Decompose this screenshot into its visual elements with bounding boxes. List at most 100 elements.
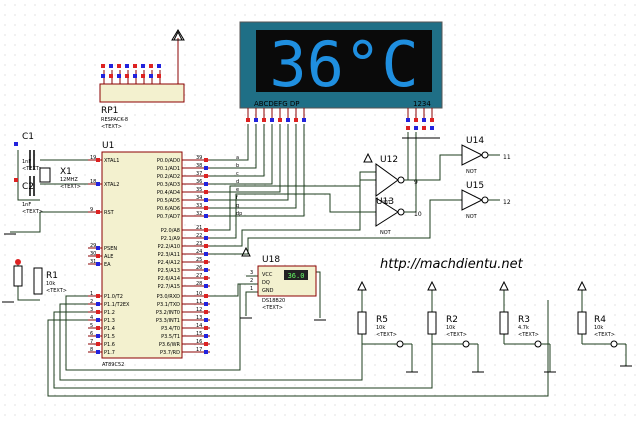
u1-left-pin-dot	[96, 254, 100, 258]
x1-ref: X1	[60, 167, 72, 177]
c1-capacitor[interactable]: C1 1nF <TEXT>	[14, 132, 43, 172]
u12-pin-b: NOT	[380, 200, 392, 206]
u13-pin-b: NOT	[380, 230, 392, 236]
u1-right-pin-dot	[204, 260, 208, 264]
u1-right-pin-num: 37	[196, 171, 202, 177]
u1-right-pin-dot	[204, 302, 208, 306]
u1-right-pin-num: 27	[196, 273, 202, 279]
u14-inverter[interactable]: U14 11 NOT	[461, 136, 511, 175]
u1-left-pin-dot	[96, 334, 100, 338]
u1-right-pin-dot	[204, 284, 208, 288]
u12-pin-a: 9	[414, 179, 418, 186]
u1-right-pin-dot	[204, 214, 208, 218]
u1-right-pin-name: P0.6/AD6	[157, 206, 180, 212]
u1-right-pin-name: P0.1/AD1	[157, 166, 180, 172]
seven-segment-display[interactable]: 36°C ABCDEFG DP 1234	[239, 21, 443, 130]
p0-net-label: e	[236, 187, 239, 193]
r4-resistor[interactable]: R4 10k <TEXT>	[577, 290, 627, 366]
u18-reading: 36.0	[288, 272, 305, 280]
u1-left-pin-num: 7	[90, 339, 93, 345]
u1-right-pin-dot	[204, 342, 208, 346]
r4-ref: R4	[594, 315, 606, 325]
u1-left-pin-num: 3	[90, 307, 93, 313]
u1-right-pin-name: P2.5/A13	[158, 268, 180, 274]
u1-left-pin-name: RST	[104, 210, 115, 216]
u1-left-pin-dot	[96, 246, 100, 250]
u1-left-pin-num: 9	[90, 207, 93, 213]
u1-left-pin-dot	[96, 262, 100, 266]
u1-right-pin-num: 25	[196, 257, 202, 263]
u1-ref: U1	[102, 141, 114, 151]
r2-resistor[interactable]: R2 10k <TEXT>	[427, 290, 479, 372]
rp1-value: RESPACK-8	[101, 117, 128, 123]
x1-crystal[interactable]: X1 12MHZ <TEXT>	[39, 167, 81, 190]
u1-right-pin-dot	[204, 206, 208, 210]
u13-pin-a: 10	[414, 211, 422, 218]
u1-left-pin-dot	[96, 310, 100, 314]
u1-right-pin-dot	[204, 236, 208, 240]
r3-ref: R3	[518, 315, 530, 325]
u18-temperature-sensor[interactable]: 36.0 U18 VCC DQ GND 3 2 1 DS18B20 <TEXT>	[250, 255, 317, 311]
rp1-respack[interactable]: RP1 RESPACK-8 <TEXT>	[99, 29, 185, 130]
u1-right-pin-dot	[204, 294, 208, 298]
u15-ref: U15	[466, 181, 484, 191]
r5-tag: <TEXT>	[376, 332, 397, 338]
r5-resistor[interactable]: R5 10k <TEXT>	[357, 290, 413, 372]
u18-pin-num-2: 2	[250, 278, 253, 284]
c1-value: 1nF	[22, 159, 31, 165]
u1-right-pin-name: P2.3/A11	[158, 252, 180, 258]
u1-right-pin-num: 14	[196, 323, 202, 329]
u1-right-pin-dot	[204, 268, 208, 272]
u1-right-pin-dot	[204, 350, 208, 354]
p0-net-label: f	[236, 195, 238, 201]
u18-pin-dq: DQ	[262, 280, 270, 286]
u1-right-pin-name: P2.7/A15	[158, 284, 180, 290]
u1-right-pin-dot	[204, 190, 208, 194]
rp1-ref: RP1	[101, 106, 118, 116]
u1-left-pin-num: 18	[90, 179, 96, 185]
p0-net-label: b	[236, 163, 239, 169]
r3-resistor[interactable]: R3 4.7k <TEXT>	[499, 290, 551, 372]
u1-right-pin-name: P3.7/RD	[160, 350, 180, 356]
u1-left-pin-dot	[96, 342, 100, 346]
c2-ref: C2	[22, 182, 34, 192]
u12-inverter[interactable]: U12 9 NOT	[375, 155, 418, 206]
r1-resistor[interactable]: R1 10k <TEXT>	[13, 259, 67, 295]
u1-left-pin-num: 4	[90, 315, 93, 321]
u1-microcontroller[interactable]: U1 AT89C52 XTAL119XTAL218RST9PSEN29ALE30…	[88, 141, 242, 368]
u1-left-pin-dot	[96, 302, 100, 306]
r3-tag: <TEXT>	[518, 332, 539, 338]
display-digit-labels: 1234	[413, 100, 431, 108]
u14-pin-b: NOT	[466, 169, 478, 175]
watermark-text: http://machdientu.net	[380, 257, 524, 272]
r1-ref: R1	[46, 271, 58, 281]
u15-pin-b: NOT	[466, 214, 478, 220]
u1-right-pin-num: 17	[196, 347, 202, 353]
u1-left-pin-dot	[96, 318, 100, 322]
r4-value: 10k	[594, 325, 603, 331]
u1-right-pin-dot	[204, 174, 208, 178]
u1-right-pin-num: 24	[196, 249, 202, 255]
u1-left-pin-name: ALE	[104, 254, 113, 260]
u15-inverter[interactable]: U15 12 NOT	[461, 181, 511, 220]
u1-right-pin-num: 34	[196, 195, 202, 201]
u1-right-pin-num: 13	[196, 315, 202, 321]
u13-inverter[interactable]: U13 10 NOT	[375, 197, 422, 236]
u1-right-pin-dot	[204, 166, 208, 170]
u1-right-pin-dot	[204, 310, 208, 314]
u1-left-pin-name: P1.4	[104, 326, 115, 332]
r1-value: 10k	[46, 281, 55, 287]
u1-right-pin-num: 16	[196, 339, 202, 345]
c2-capacitor[interactable]: C2 1nF <TEXT>	[14, 176, 43, 215]
u1-right-pin-name: P0.4/AD4	[157, 190, 180, 196]
p0-net-label: d	[236, 179, 239, 185]
u1-right-pin-num: 10	[196, 291, 202, 297]
u1-left-pin-name: P1.3	[104, 318, 115, 324]
p0-net-label: dp	[236, 211, 242, 217]
u1-right-pin-num: 12	[196, 307, 202, 313]
power-ground-symbols	[2, 30, 632, 373]
u1-right-pin-num: 28	[196, 281, 202, 287]
u1-left-pin-dot	[96, 158, 100, 162]
c2-tag: <TEXT>	[22, 209, 43, 215]
